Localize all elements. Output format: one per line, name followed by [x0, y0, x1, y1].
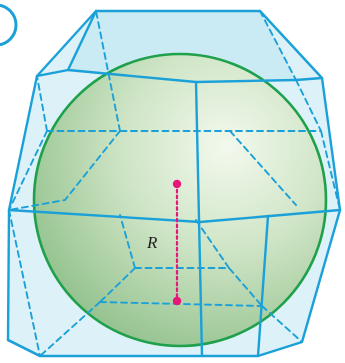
radius-indicator: R: [146, 179, 182, 306]
radius-label: R: [146, 233, 158, 252]
sphere-outline: [32, 52, 328, 348]
inscribed-sphere: [34, 54, 326, 346]
sphere-center-dot: [172, 179, 182, 189]
visible-edges: [6, 9, 342, 358]
sphere-surface-dot: [172, 296, 182, 306]
hidden-edges: [8, 10, 341, 357]
corner-badge: [0, 3, 18, 47]
